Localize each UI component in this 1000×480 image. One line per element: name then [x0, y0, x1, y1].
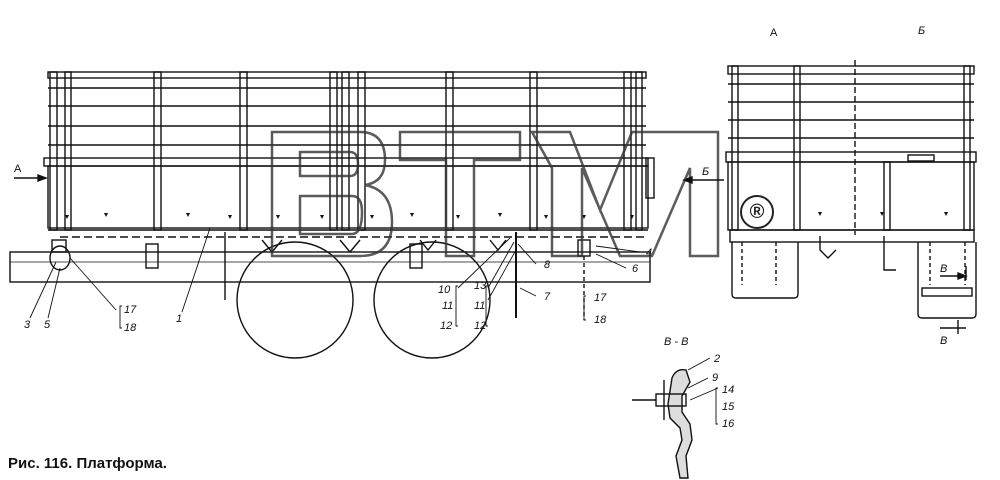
registered-mark: ®	[740, 195, 774, 229]
callout-18a: 18	[124, 322, 137, 334]
arrow-b-label: Б	[702, 166, 709, 178]
callout-12b: 12	[474, 320, 486, 332]
callout-11a: 11	[442, 300, 453, 312]
watermark	[270, 130, 720, 258]
callout-15: 15	[722, 401, 735, 413]
callout-18b: 18	[594, 314, 607, 326]
arrow-v-top-label: В	[940, 263, 947, 275]
section-v-v	[632, 368, 693, 479]
view-arrows	[14, 173, 968, 281]
callout-8: 8	[544, 259, 551, 271]
callout-1: 1	[176, 313, 182, 325]
section-label: В - В	[664, 336, 688, 348]
callout-6: 6	[632, 263, 639, 275]
rear-wheel-2	[373, 241, 491, 359]
board-markers	[65, 213, 634, 219]
callout-4: 4	[646, 247, 652, 259]
view-a-label: А	[770, 27, 778, 39]
callout-3: 3	[24, 319, 31, 331]
rear-wheel-1	[236, 241, 354, 359]
view-b-label: Б	[918, 25, 925, 37]
rear-view	[725, 60, 977, 334]
leader-lines	[29, 227, 719, 425]
callout-17a: 17	[124, 304, 137, 316]
side-view	[9, 71, 655, 359]
callout-7: 7	[544, 291, 551, 303]
callout-5: 5	[44, 319, 51, 331]
callout-17b: 17	[594, 292, 607, 304]
callout-2: 2	[713, 353, 720, 365]
callout-9: 9	[712, 372, 718, 384]
callout-10: 10	[438, 284, 451, 296]
callout-13: 13	[474, 280, 487, 292]
arrow-a-label: А	[14, 163, 22, 175]
callout-12a: 12	[440, 320, 452, 332]
callout-16: 16	[722, 418, 735, 430]
figure-caption: Рис. 116. Платформа.	[8, 455, 167, 472]
callout-14: 14	[722, 384, 734, 396]
callout-11b: 11	[474, 300, 485, 312]
arrow-v-bottom-label: В	[940, 335, 947, 347]
